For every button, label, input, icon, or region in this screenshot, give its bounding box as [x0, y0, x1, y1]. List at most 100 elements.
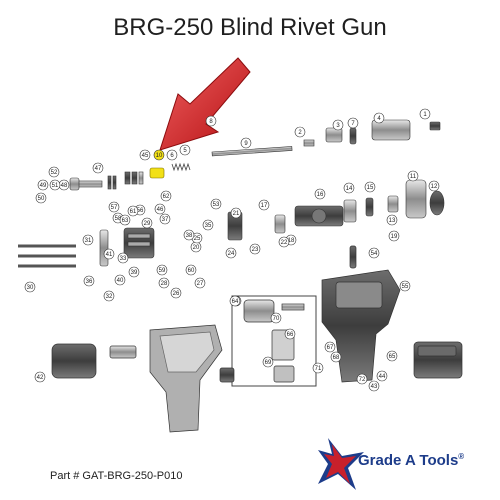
- callout-label: 48: [61, 183, 68, 189]
- callout-label: 23: [252, 247, 259, 253]
- callout-label: 70: [273, 316, 280, 322]
- callout-label: 42: [37, 375, 44, 381]
- callout-63: 63: [119, 214, 131, 226]
- callout-22: 22: [278, 236, 290, 248]
- callout-47: 47: [92, 162, 104, 174]
- callout-label: 36: [86, 279, 93, 285]
- callout-28: 28: [158, 277, 170, 289]
- callout-label: 50: [38, 196, 45, 202]
- callout-48: 48: [58, 179, 70, 191]
- callout-label: 14: [346, 186, 353, 192]
- callout-label: 21: [233, 211, 240, 217]
- callout-label: 61: [130, 209, 137, 215]
- callout-label: 11: [410, 174, 417, 180]
- callout-44: 44: [376, 370, 388, 382]
- part-number-value: GAT-BRG-250-P010: [82, 470, 183, 482]
- callout-label: 46: [157, 207, 164, 213]
- callout-label: 37: [162, 217, 169, 223]
- callout-10: 10: [153, 149, 165, 161]
- callout-label: 4: [377, 116, 381, 122]
- callout-40: 40: [114, 274, 126, 286]
- callout-label: 9: [244, 141, 248, 147]
- callout-label: 67: [327, 345, 334, 351]
- red-pointer-arrow-icon: [159, 57, 251, 151]
- callout-38: 38: [183, 229, 195, 241]
- callout-36: 36: [83, 275, 95, 287]
- callout-label: 2: [298, 130, 302, 136]
- highlighted-part: [149, 167, 165, 179]
- callout-41: 41: [103, 248, 115, 260]
- callout-55: 55: [399, 280, 411, 292]
- callout-label: 38: [186, 233, 193, 239]
- callout-label: 25: [194, 236, 201, 242]
- callout-label: 1: [423, 112, 427, 118]
- callout-35: 35: [202, 219, 214, 231]
- callout-label: 8: [209, 119, 213, 125]
- callout-label: 30: [27, 285, 34, 291]
- callout-9: 9: [240, 137, 252, 149]
- callout-7: 7: [347, 117, 359, 129]
- callout-label: 68: [333, 355, 340, 361]
- callout-label: 10: [156, 153, 163, 159]
- callout-57: 57: [108, 201, 120, 213]
- callout-21: 21: [230, 207, 242, 219]
- callout-64: 64: [229, 295, 241, 307]
- callout-label: 60: [188, 268, 195, 274]
- callout-32: 32: [103, 290, 115, 302]
- callout-label: 13: [389, 218, 396, 224]
- callout-52: 52: [48, 166, 60, 178]
- callout-label: 49: [40, 183, 47, 189]
- callout-label: 29: [144, 221, 151, 227]
- callout-37: 37: [159, 213, 171, 225]
- brand-name: Grade A Tools®: [358, 452, 465, 469]
- callout-31: 31: [82, 234, 94, 246]
- brand-logo: Grade A Tools®: [318, 438, 488, 490]
- callout-label: 39: [131, 270, 138, 276]
- callout-label: 22: [281, 240, 288, 246]
- callout-label: 32: [106, 294, 113, 300]
- callout-label: 3: [336, 123, 340, 129]
- callout-5: 5: [179, 144, 191, 156]
- page-title: BRG-250 Blind Rivet Gun: [113, 14, 387, 41]
- callout-label: 58: [115, 216, 122, 222]
- callout-39: 39: [128, 266, 140, 278]
- callout-8: 8: [205, 115, 217, 127]
- callout-42: 42: [34, 371, 46, 383]
- callout-14: 14: [343, 182, 355, 194]
- callout-12: 12: [428, 180, 440, 192]
- callout-label: 45: [142, 153, 149, 159]
- callout-label: 7: [351, 121, 355, 127]
- callout-1: 1: [419, 108, 431, 120]
- callout-69: 69: [262, 356, 274, 368]
- callout-label: 27: [197, 281, 204, 287]
- callout-46: 46: [154, 203, 166, 215]
- callout-label: 31: [85, 238, 92, 244]
- callout-24: 24: [225, 247, 237, 259]
- callout-label: 6: [170, 153, 174, 159]
- callout-66: 66: [284, 328, 296, 340]
- callout-label: 64: [232, 299, 239, 305]
- callout-30: 30: [24, 281, 36, 293]
- callout-label: 18: [288, 238, 295, 244]
- callout-label: 52: [51, 170, 58, 176]
- callout-62: 62: [160, 190, 172, 202]
- callout-label: 69: [265, 360, 272, 366]
- callout-label: 16: [317, 192, 324, 198]
- callout-label: 47: [95, 166, 102, 172]
- callout-label: 15: [367, 185, 374, 191]
- callout-label: 65: [389, 354, 396, 360]
- callout-label: 44: [379, 374, 386, 380]
- callout-23: 23: [249, 243, 261, 255]
- callout-17: 17: [258, 199, 270, 211]
- callout-70: 70: [270, 312, 282, 324]
- callout-label: 56: [137, 208, 144, 214]
- part-number-line: Part # GAT-BRG-250-P010: [50, 470, 182, 482]
- callout-label: 26: [173, 291, 180, 297]
- callout-label: 51: [52, 183, 59, 189]
- star-logo-icon: [318, 438, 364, 490]
- callout-11: 11: [407, 170, 419, 182]
- callout-label: 40: [117, 278, 124, 284]
- callout-2: 2: [294, 126, 306, 138]
